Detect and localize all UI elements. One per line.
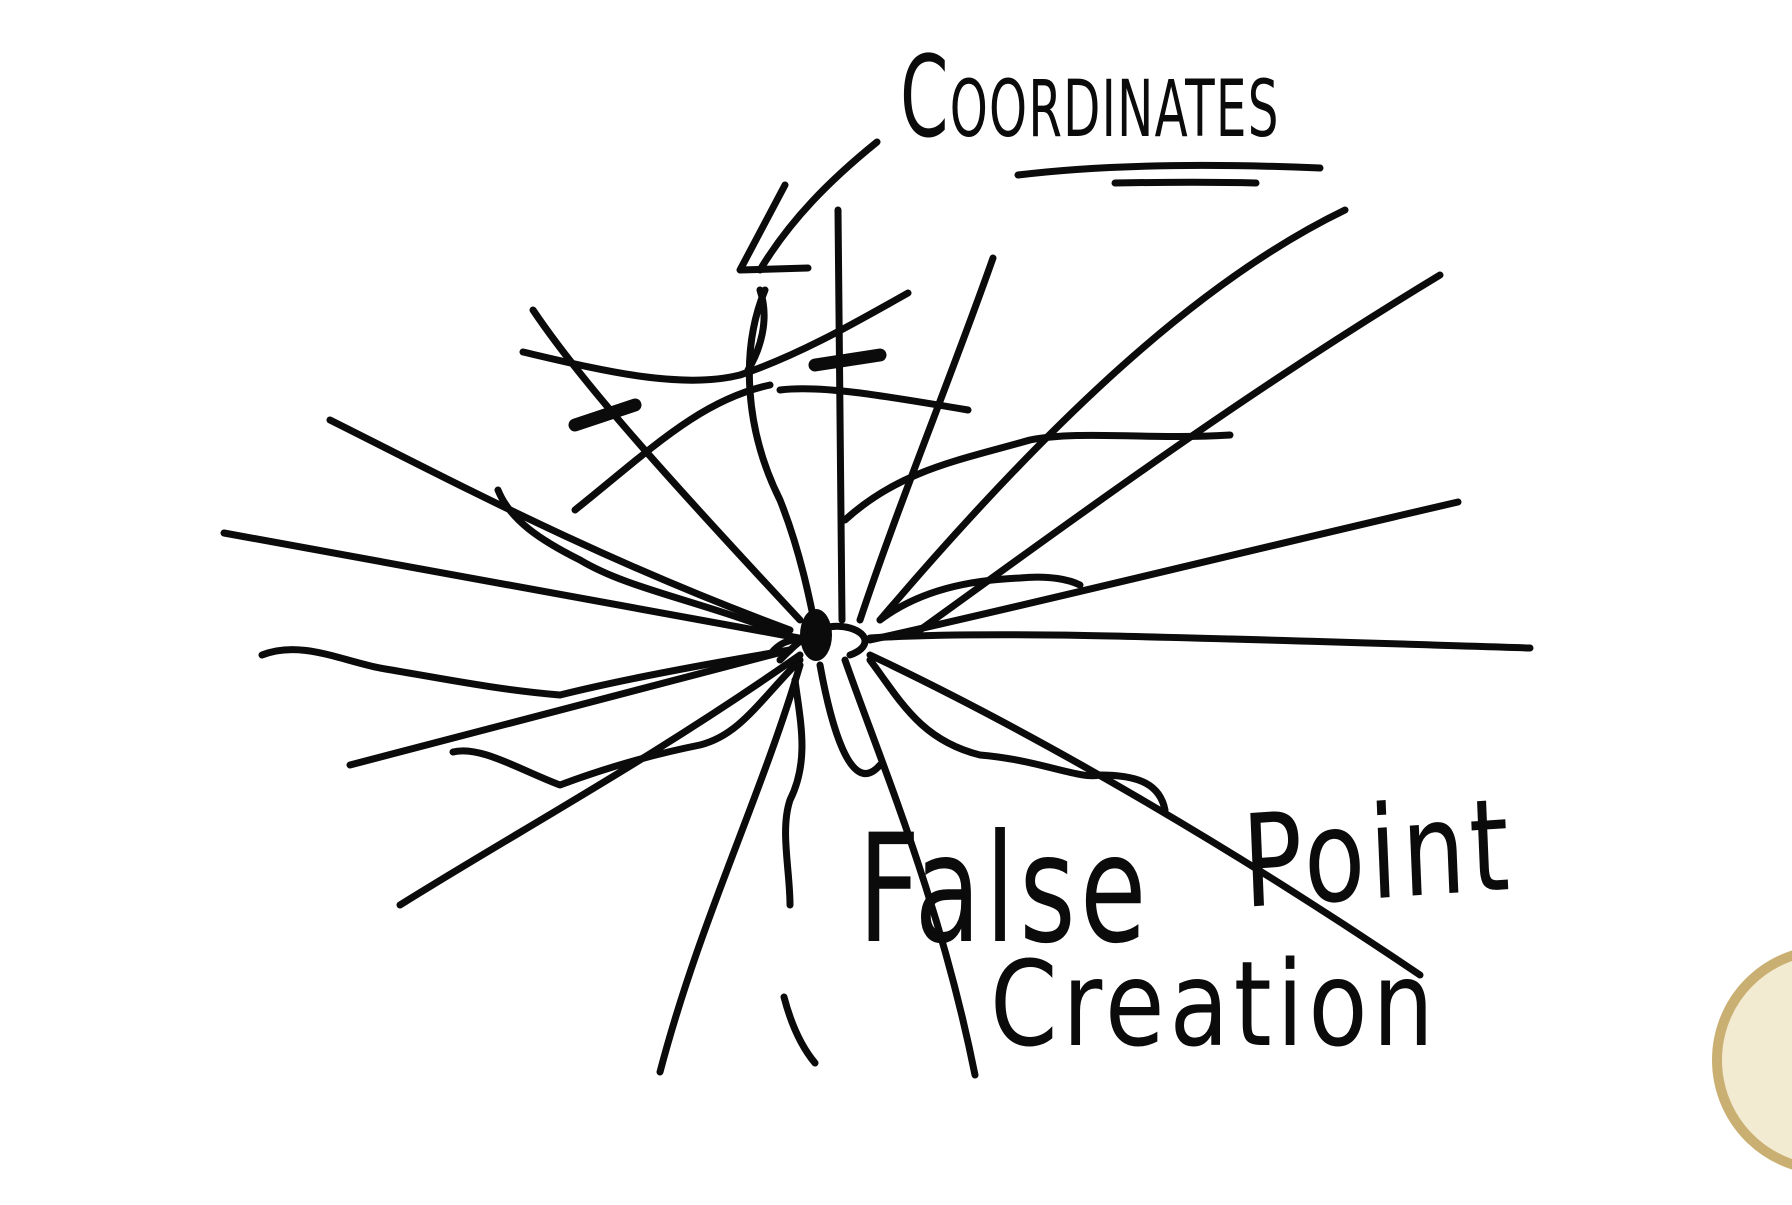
- ray-bottom-left: [396, 651, 804, 909]
- ray-up-right-second: [916, 271, 1444, 634]
- underline-long: [1014, 161, 1324, 179]
- coordinates-underline: [1014, 161, 1324, 187]
- ray-upper-left-wavy: [494, 486, 804, 644]
- arrow-shaft: [756, 138, 881, 274]
- watermark-seal: [1712, 945, 1792, 1205]
- ray-bottom-right-long: [866, 651, 1424, 979]
- grid-tick-left: [568, 398, 642, 432]
- grid-tick-right: [808, 348, 887, 372]
- creation-label: Creation: [990, 935, 1439, 1073]
- ray-left-wavy: [258, 646, 794, 699]
- ray-bottom-vertical: [816, 661, 884, 777]
- ray-near-vertical: [745, 286, 822, 644]
- point-label: Point: [1239, 770, 1517, 938]
- coordinates-label: Coordinates: [900, 33, 1280, 163]
- ray-left-lower: [346, 646, 794, 769]
- ray-right-wavy-mid: [876, 573, 1084, 624]
- ray-left-horizontal: [220, 529, 814, 644]
- ray-up-right-long: [876, 206, 1349, 624]
- ray-right-horizontal: [866, 631, 1534, 652]
- radiating-lines: [220, 206, 1534, 1079]
- ray-bottom-mid: [841, 656, 979, 1079]
- ray-bottom-wavy-down: [782, 676, 806, 909]
- ray-right-shallow: [866, 498, 1462, 644]
- ray-right-upper-wavy: [841, 431, 1234, 524]
- ray-vertical: [834, 206, 846, 624]
- ray-bottom-left-long: [656, 661, 804, 1076]
- ray-diag-up: [571, 381, 774, 514]
- ray-bottom-right-wavy: [866, 656, 1169, 814]
- coordinate-grid-sketch: [519, 289, 912, 432]
- arrow-to-grid: [736, 138, 881, 274]
- ray-up-right: [856, 254, 997, 624]
- ray-top-wavy: [744, 286, 768, 374]
- ray-upper-left: [326, 416, 794, 634]
- underline-short: [1111, 178, 1260, 187]
- grid-horizontal-curve: [519, 289, 912, 384]
- false-center-point: [766, 609, 869, 664]
- ray-top-horizontal-wavy: [776, 385, 972, 414]
- ray-top-left-long: [529, 306, 804, 624]
- arrow-head: [736, 181, 812, 274]
- seal-ring: [1712, 945, 1792, 1175]
- false-label: False: [858, 803, 1151, 977]
- ray-bottom-dash: [780, 993, 819, 1067]
